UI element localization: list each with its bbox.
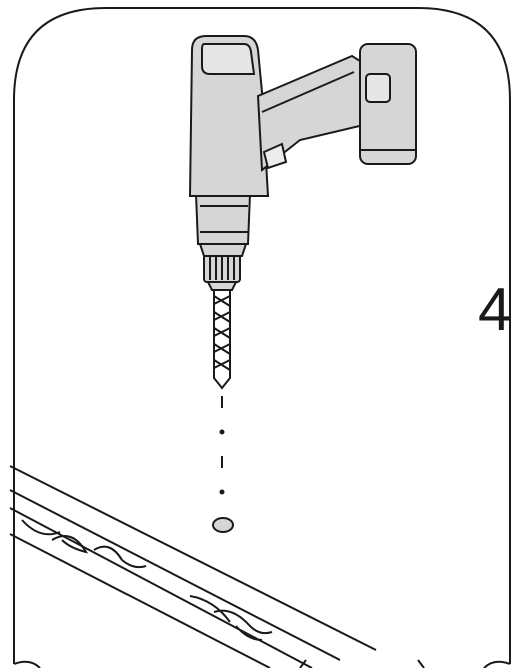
frame-bottom-tab-left (13, 660, 41, 668)
drill-chuck (198, 243, 248, 291)
drill-body (188, 35, 369, 245)
wooden-board (9, 465, 377, 668)
drill-hole (212, 517, 234, 533)
frame-bottom-notch (299, 659, 425, 668)
panel-frame (13, 7, 511, 664)
frame-bottom-tab-right (483, 660, 511, 668)
drill-bit (213, 287, 231, 390)
battery-pack (359, 43, 417, 165)
step-number: 4 (478, 276, 512, 343)
drill-guide-line (219, 396, 225, 495)
